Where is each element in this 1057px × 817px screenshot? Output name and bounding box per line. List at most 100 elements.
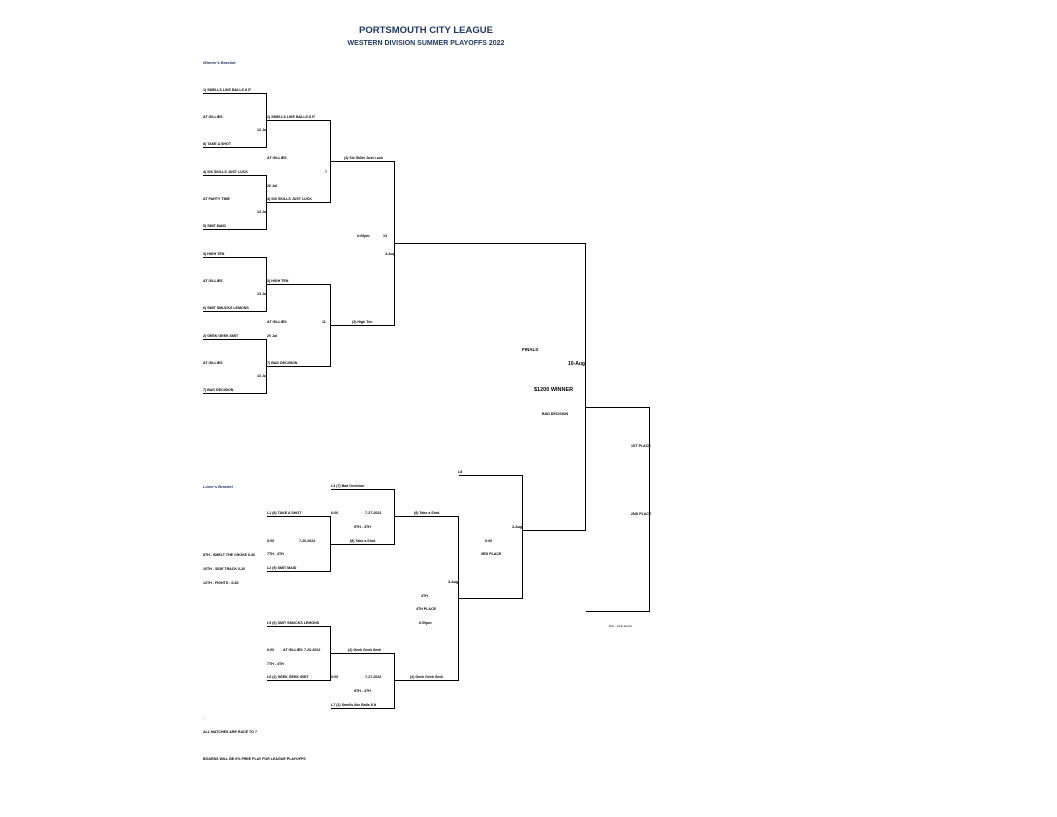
lb-line	[331, 489, 395, 490]
venue-text: AT GILLIES	[283, 648, 303, 652]
lb-final-line	[459, 598, 523, 599]
lb-line	[331, 653, 395, 654]
match-date: 3-Aug	[448, 580, 459, 584]
match-date: 3-Aug	[385, 252, 396, 256]
r2-line	[267, 120, 331, 121]
r1-line	[203, 257, 267, 258]
note-mark: -	[203, 716, 205, 720]
team-entry: 4) SIX SKILLS JUST LUCK	[203, 170, 248, 174]
standing-entry: 12TH - FIGHTS - 6-66	[203, 581, 239, 585]
match-date: 7-27-2022	[365, 511, 382, 515]
r2-connector	[330, 284, 331, 367]
team-entry: L6 (2) GEEK GEEK SMIT	[267, 675, 309, 679]
standing-entry: 10TH - SIDE TRACK 6-20	[203, 567, 246, 571]
r1-line	[203, 229, 267, 230]
venue-text: AT GILLIES	[203, 361, 223, 365]
semi-connector	[394, 161, 395, 326]
final-bottom-line	[523, 530, 586, 531]
lb-final-line	[459, 475, 523, 476]
team-entry: 4) SIX SKILLS JUST LUCK	[267, 197, 312, 201]
match-score: 11	[322, 320, 326, 324]
team-entry: 3) HIGH TEN	[267, 279, 289, 283]
match-time: 6:00	[267, 539, 275, 543]
standing-entry: 8TH - SMELT THE CHOKE 6-66	[203, 553, 256, 557]
lb-semi-connector	[458, 516, 459, 681]
team-entry: L8	[458, 470, 463, 474]
first-place-label: 1ST PLACE	[631, 444, 651, 448]
lb-semi-line	[395, 680, 459, 681]
prize-amount: $1200 WINNER	[534, 387, 574, 393]
lb-line	[267, 571, 331, 572]
fourth-place-label: 4TH PLACE	[416, 607, 436, 611]
team-entry: 8) TAKE A SHOT	[203, 142, 232, 146]
team-entry: 7) BAD DECISION	[267, 361, 298, 365]
lb-connector	[330, 516, 331, 572]
note-race-to: ALL MATCHES ARE RACE TO 7	[203, 730, 257, 734]
match-time: 20 Jul	[267, 184, 278, 188]
lb-line	[331, 708, 395, 709]
runner-up-line	[586, 611, 650, 612]
third-place-label: 3RD PLACE	[481, 552, 502, 556]
team-entry: L3 (7) Bad Decision	[331, 484, 365, 488]
match-time: 20 Jul	[267, 334, 278, 338]
league-title: PORTSMOUTH CITY LEAGUE	[359, 25, 493, 36]
team-entry: 5) SMIT MAID	[203, 224, 226, 228]
match-date: 7-20-2022	[299, 539, 316, 543]
venue-text: AT GILLIES	[203, 115, 223, 119]
place-range: 5TH - 4TH	[354, 525, 371, 529]
winners-bracket-label: Winner's Bracket	[203, 60, 236, 65]
place-info: 4TH	[421, 594, 428, 598]
match-time: 6:00pm	[419, 621, 432, 625]
match-date: 7-27-2022	[365, 675, 382, 679]
losers-bracket-label: Loser's Bracket	[203, 484, 233, 489]
team-entry: (2) Geek Geek Smit	[348, 648, 381, 652]
match-time: 6:00	[331, 675, 339, 679]
team-entry: 7) BAD DECISION	[203, 388, 234, 392]
r1-line	[203, 311, 267, 312]
team-entry: L5 (6) SMIT SMUCKS LEMONS	[267, 621, 320, 625]
r1-line	[203, 393, 267, 394]
finals-label: FINALS	[522, 347, 539, 352]
team-entry: (8) Take a Shot	[414, 511, 440, 515]
lb-connector	[394, 489, 395, 545]
team-entry: 3) HIGH TEN	[203, 252, 225, 256]
venue-text: AT GILLIES	[267, 320, 287, 324]
team-entry: (4) Six Skills Just Luck	[344, 156, 383, 160]
match-time: 6:00	[485, 539, 493, 543]
venue-text: AT PARTY TIME	[203, 197, 230, 201]
champion-line	[586, 407, 650, 408]
team-entry: 1) SMELLS LIKE BALLS 8 IT	[203, 88, 252, 92]
match-time: 13 Jul	[257, 374, 268, 378]
match-date: 3-Aug	[512, 525, 523, 529]
r1-connector	[266, 339, 267, 394]
semi-line	[331, 161, 395, 162]
match-time: 13 Jul	[257, 292, 268, 296]
place-range: 7TH - 4TH	[267, 662, 284, 666]
r2-line	[267, 284, 331, 285]
match-time: 6:00	[267, 648, 275, 652]
team-entry: L2 (5) SMIT MAID	[267, 566, 297, 570]
match-time: 6:00	[331, 511, 339, 515]
r2-line	[267, 366, 331, 367]
lb-connector	[330, 626, 331, 681]
r1-line	[203, 93, 267, 94]
finals-date: 10-Aug	[568, 361, 585, 367]
second-place-label: 2ND PLACE	[631, 512, 652, 516]
champion-connector	[649, 407, 650, 612]
team-entry: L7 (1) Smells like Balls 8 It	[331, 703, 376, 707]
team-entry: L1 (8) TAKE A SHOT	[267, 511, 302, 515]
team-entry: (2) Geek Geek Smit	[410, 675, 443, 679]
match-date: 7-20-2022	[304, 648, 321, 652]
division-subtitle: WESTERN DIVISION SUMMER PLAYOFFS 2022	[347, 40, 505, 47]
match-time: 6:00pm	[357, 234, 370, 238]
team-entry: 1) SMELLS LIKE BALLS 8 IT	[267, 115, 316, 119]
match-time: 13 Jul	[257, 210, 268, 214]
match-time: 13 Jul	[257, 128, 268, 132]
venue-text: AT GILLIES	[267, 156, 287, 160]
lb-semi-line	[395, 516, 459, 517]
lb-final-connector	[522, 475, 523, 599]
team-entry: (8) Take a Shot	[350, 539, 376, 543]
team-entry: 6) SMIT SMUCKS LEMONS	[203, 306, 249, 310]
final-connector	[585, 243, 586, 531]
